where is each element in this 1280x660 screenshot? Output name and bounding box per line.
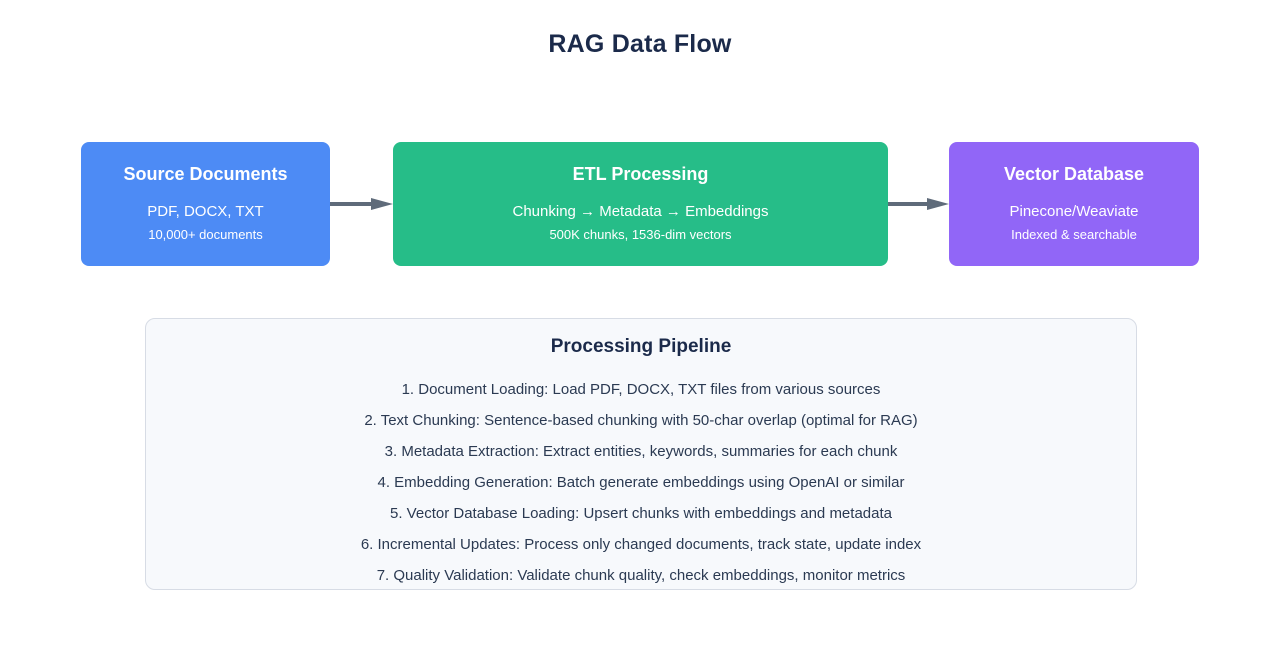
flow-stage-detail-primary: Pinecone/Weaviate [1009, 202, 1139, 220]
processing-pipeline-panel: Processing Pipeline 1. Document Loading:… [145, 318, 1137, 590]
flow-stage-source-documents[interactable]: Source Documents PDF, DOCX, TXT 10,000+ … [81, 142, 330, 266]
flow-stage-vector-database[interactable]: Vector Database Pinecone/Weaviate Indexe… [949, 142, 1199, 266]
flow-stage-etl-processing[interactable]: ETL Processing Chunking → Metadata → Emb… [393, 142, 888, 266]
flow-stage-detail-primary: Chunking → Metadata → Embeddings [512, 202, 769, 220]
pipeline-step-item: 4. Embedding Generation: Batch generate … [377, 474, 905, 491]
pipeline-step-item: 5. Vector Database Loading: Upsert chunk… [390, 505, 892, 522]
flow-stage-title: ETL Processing [572, 164, 709, 185]
pipeline-step-item: 1. Document Loading: Load PDF, DOCX, TXT… [401, 381, 881, 398]
flow-stage-detail-secondary: 500K chunks, 1536-dim vectors [549, 226, 732, 242]
flow-arrow-etl-to-vector-database [888, 198, 949, 210]
flow-stage-title: Source Documents [123, 164, 288, 185]
pipeline-step-list: 1. Document Loading: Load PDF, DOCX, TXT… [146, 374, 1136, 591]
pipeline-step-item: 6. Incremental Updates: Process only cha… [360, 536, 922, 553]
pipeline-step-item: 2. Text Chunking: Sentence-based chunkin… [364, 412, 918, 429]
flow-stage-detail-secondary: Indexed & searchable [1011, 226, 1137, 242]
pipeline-step-item: 3. Metadata Extraction: Extract entities… [384, 443, 898, 460]
pipeline-step-item: 7. Quality Validation: Validate chunk qu… [376, 567, 906, 584]
flow-stage-title: Vector Database [1003, 164, 1145, 185]
processing-pipeline-title: Processing Pipeline [550, 336, 732, 357]
flow-stage-detail-secondary: 10,000+ documents [148, 226, 263, 242]
flow-stage-detail-primary: PDF, DOCX, TXT [147, 202, 264, 220]
page-title: RAG Data Flow [548, 30, 732, 58]
data-flow-diagram: Source Documents PDF, DOCX, TXT 10,000+ … [0, 142, 1280, 266]
flow-arrow-source-to-etl [330, 198, 393, 210]
